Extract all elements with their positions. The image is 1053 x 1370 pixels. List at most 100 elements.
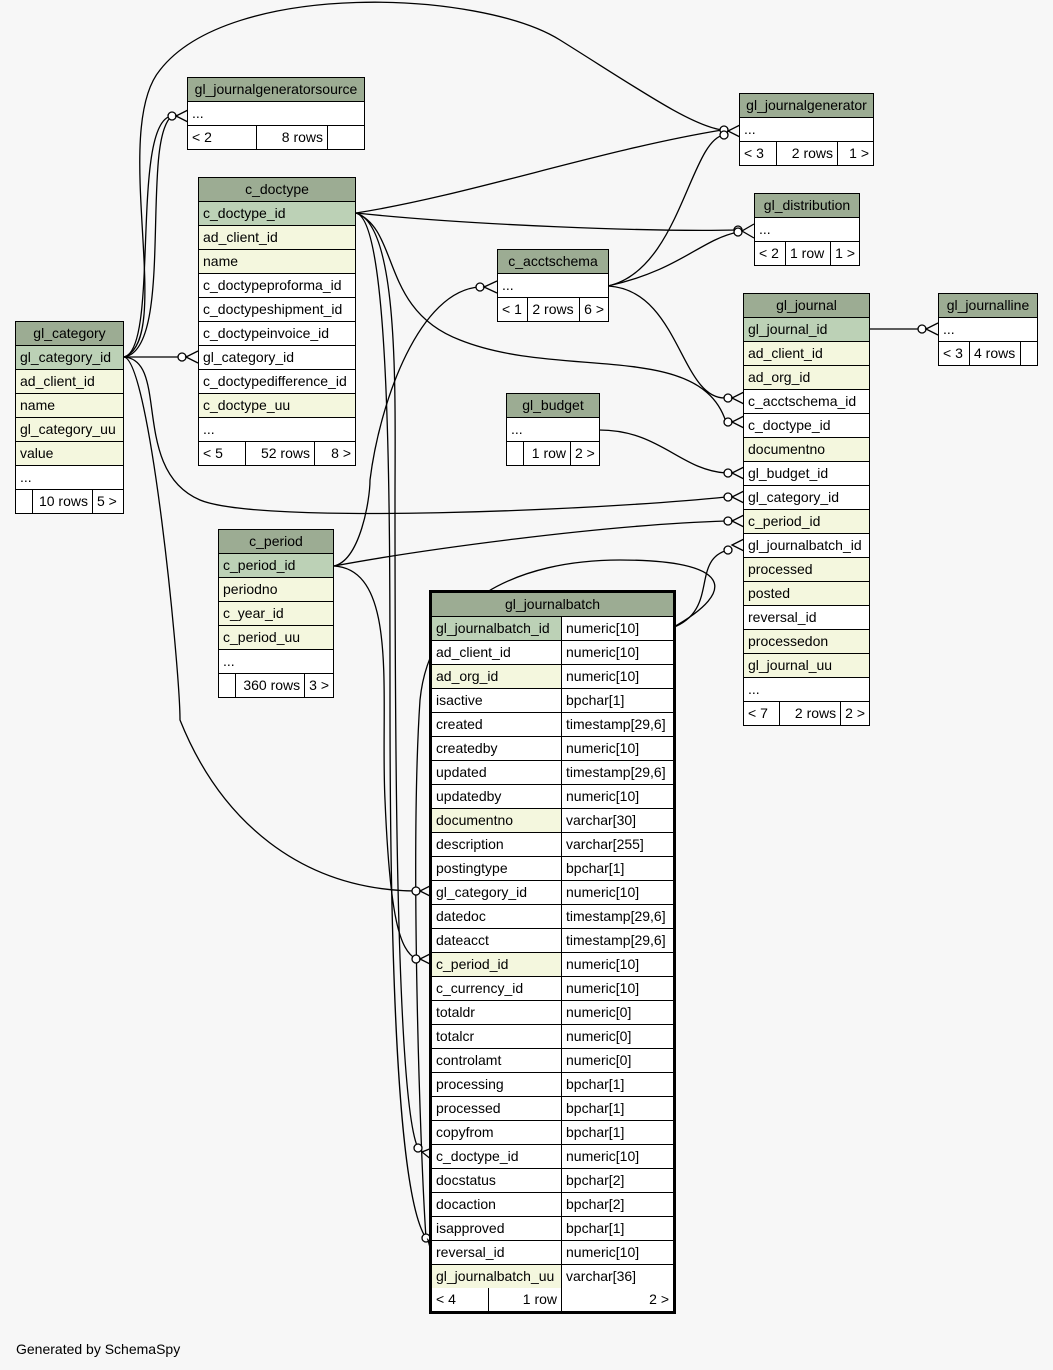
parents-link[interactable]: < 7	[744, 702, 781, 725]
children-link[interactable]: 2 >	[649, 1291, 669, 1307]
row-count: 52 rows	[246, 442, 315, 465]
column-c-year-id: c_year_id	[223, 605, 284, 621]
table-title[interactable]: gl_journal	[744, 294, 869, 318]
edge-journalbatch-journal	[671, 549, 729, 629]
parents-link[interactable]: < 1	[498, 298, 529, 321]
table-footer: < 1 2 rows 6 >	[498, 298, 608, 321]
column-type-cell: bpchar[2]	[561, 1193, 673, 1216]
column-type-cell: bpchar[1]	[561, 1121, 673, 1144]
table-gl-distribution[interactable]: gl_distribution ... < 2 1 row 1 >	[754, 193, 860, 266]
parents-link[interactable]: < 3	[740, 142, 777, 165]
children-link[interactable]: 8 >	[331, 445, 351, 461]
table-gl-budget[interactable]: gl_budget ... 1 row 2 >	[506, 393, 600, 466]
table-gl-category[interactable]: gl_category gl_category_id ad_client_id …	[15, 321, 124, 514]
table-c-acctschema[interactable]: c_acctschema ... < 1 2 rows 6 >	[497, 249, 609, 322]
table-footer: < 3 2 rows 1 >	[740, 142, 873, 165]
children-link[interactable]: 2 >	[575, 445, 595, 461]
children-link[interactable]: 1 >	[849, 145, 869, 161]
table-gl-journalgenerator[interactable]: gl_journalgenerator ... < 3 2 rows 1 >	[739, 93, 874, 166]
table-title[interactable]: gl_distribution	[755, 194, 859, 218]
table-title[interactable]: gl_journalbatch	[432, 593, 673, 617]
table-title[interactable]: c_doctype	[199, 178, 355, 202]
column-name-cell: docstatus	[436, 1172, 496, 1188]
column-name-cell: gl_category_id	[436, 884, 528, 900]
table-title[interactable]: gl_journalline	[939, 294, 1037, 318]
column-name: name	[20, 397, 56, 413]
table-title[interactable]: gl_journalgeneratorsource	[188, 78, 364, 102]
column-name-cell: docaction	[436, 1196, 496, 1212]
column-more: ...	[511, 421, 523, 437]
column-name-cell: ad_client_id	[436, 644, 511, 660]
parents-link[interactable]: < 5	[199, 442, 246, 465]
parents-link[interactable]: < 3	[939, 342, 970, 365]
column-type-cell: timestamp[29,6]	[561, 761, 673, 784]
row-count: 1 row	[786, 242, 831, 265]
table-c-period[interactable]: c_period c_period_id periodno c_year_id …	[218, 529, 334, 698]
column-gl-journal-uu: gl_journal_uu	[748, 657, 833, 673]
column-more: ...	[744, 121, 756, 137]
column-name-cell: copyfrom	[436, 1124, 494, 1140]
children-link[interactable]: 1 >	[835, 245, 855, 261]
edge-acctschema-journalgenerator	[607, 134, 725, 287]
column-name-cell: createdby	[436, 740, 498, 756]
parents-link[interactable]	[16, 490, 33, 513]
children-link[interactable]	[1021, 342, 1037, 365]
column-c-doctype-uu: c_doctype_uu	[203, 397, 291, 413]
column-type-cell: numeric[10]	[561, 785, 673, 808]
children-link[interactable]: 5 >	[97, 493, 117, 509]
children-link[interactable]: 6 >	[584, 301, 604, 317]
parents-link[interactable]: < 4	[432, 1288, 489, 1311]
column-name-cell: controlamt	[436, 1052, 502, 1068]
table-footer: < 4 1 row 2 >	[432, 1288, 673, 1311]
column-name-cell: processed	[436, 1100, 501, 1116]
parents-link[interactable]: < 2	[188, 126, 257, 149]
children-link[interactable]: 2 >	[845, 705, 865, 721]
edge-acctschema-distribution	[607, 231, 739, 287]
column-name-cell: updated	[436, 764, 487, 780]
parents-link[interactable]	[507, 442, 524, 465]
table-title[interactable]: gl_journalgenerator	[740, 94, 873, 118]
column-name-cell: c_period_id	[432, 953, 561, 976]
table-gl-journalgeneratorsource[interactable]: gl_journalgeneratorsource ... < 2 8 rows	[187, 77, 365, 150]
table-title[interactable]: gl_budget	[507, 394, 599, 418]
edge-period-journal	[333, 520, 727, 567]
table-title[interactable]: gl_category	[16, 322, 123, 346]
table-title[interactable]: c_acctschema	[498, 250, 608, 274]
edge-doctype-journalgenerator	[355, 129, 723, 214]
column-more: ...	[203, 421, 215, 437]
table-footer: < 3 4 rows	[939, 342, 1037, 365]
column-type-cell: timestamp[29,6]	[561, 905, 673, 928]
column-c-period-id: c_period_id	[748, 513, 821, 529]
column-name-cell: c_currency_id	[436, 980, 524, 996]
edge-category-journalgeneratorsource	[123, 115, 173, 358]
table-row: updatedby numeric[10]	[432, 785, 673, 809]
table-title[interactable]: c_period	[219, 530, 333, 554]
column-periodno: periodno	[223, 581, 278, 597]
table-c-doctype[interactable]: c_doctype c_doctype_id ad_client_id name…	[198, 177, 356, 466]
column-more: ...	[223, 653, 235, 669]
edge-category-journalbatch	[123, 356, 417, 892]
table-footer: < 7 2 rows 2 >	[744, 702, 869, 725]
parents-link[interactable]	[219, 674, 236, 697]
column-name-cell: description	[436, 836, 504, 852]
children-link[interactable]	[328, 126, 364, 149]
column-type-cell: bpchar[1]	[561, 689, 673, 712]
column-name-cell: totalcr	[436, 1028, 475, 1044]
edge-period-acctschema	[333, 286, 481, 567]
parents-link[interactable]: < 2	[755, 242, 786, 265]
table-gl-journal[interactable]: gl_journal gl_journal_id ad_client_id ad…	[743, 293, 870, 726]
column-name-cell: updatedby	[436, 788, 502, 804]
table-gl-journalline[interactable]: gl_journalline ... < 3 4 rows	[938, 293, 1038, 366]
children-link[interactable]: 3 >	[309, 677, 329, 693]
